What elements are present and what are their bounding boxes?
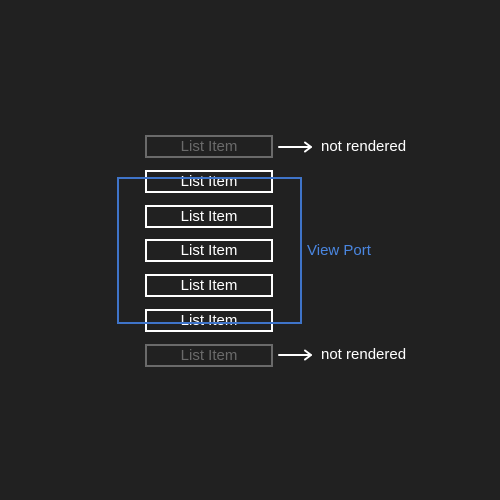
arrow-right-icon — [278, 141, 312, 153]
list-item-not-rendered-top: List Item — [145, 135, 273, 158]
viewport-frame — [117, 177, 302, 324]
not-rendered-label-top: not rendered — [321, 138, 407, 155]
arrow-right-icon — [278, 349, 312, 361]
list-item-not-rendered-bottom: List Item — [145, 344, 273, 367]
list-item-5: List Item — [145, 309, 273, 332]
not-rendered-label-bottom: not rendered — [321, 346, 407, 363]
list-item-3: List Item — [145, 239, 273, 262]
list-item-2: List Item — [145, 205, 273, 228]
list-item-4: List Item — [145, 274, 273, 297]
viewport-label: View Port — [307, 242, 371, 259]
